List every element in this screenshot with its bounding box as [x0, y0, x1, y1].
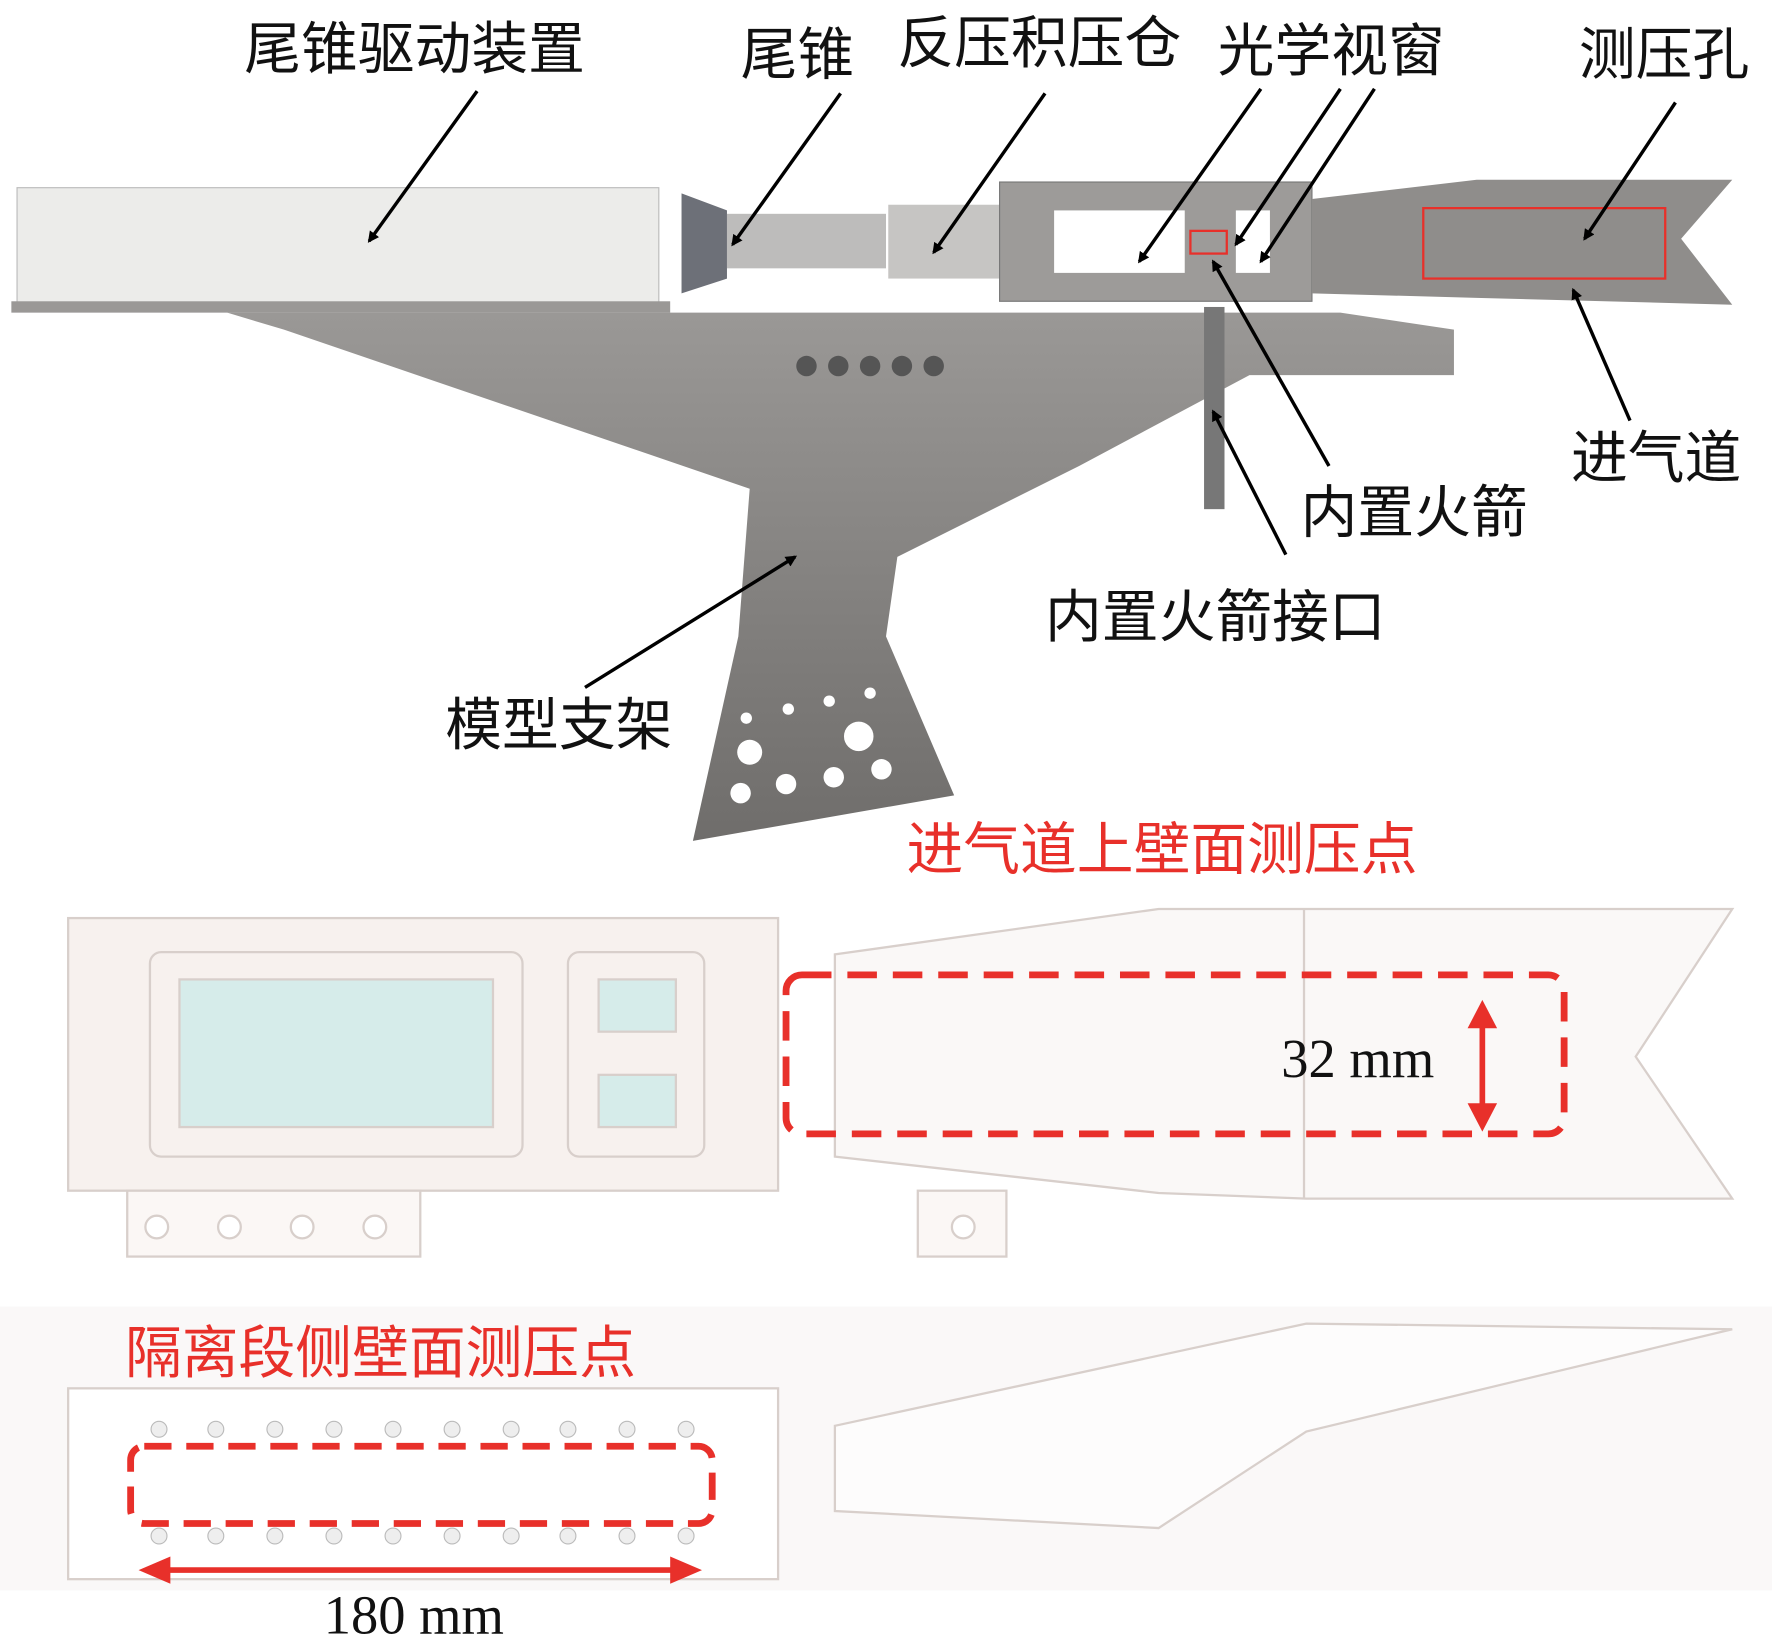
label-inlet: 进气道 — [1571, 425, 1741, 491]
isolator-taps-region — [127, 1442, 716, 1527]
tail-cone-drive-body — [16, 187, 660, 308]
label-tail-cone: 尾锥 — [741, 22, 855, 88]
label-model-support: 模型支架 — [445, 692, 672, 758]
label-optical-window: 光学视窗 — [1218, 19, 1445, 85]
leader-arrows — [367, 87, 1677, 689]
label-inlet-upper-wall-taps: 进气道上壁面测压点 — [906, 817, 1417, 883]
dimension-32mm: 32 mm — [1281, 1028, 1434, 1089]
isolator-tap-points — [150, 1420, 695, 1545]
back-pressure-chamber — [888, 204, 1002, 279]
inlet-upper-taps-region — [782, 971, 1568, 1138]
label-internal-rocket-interface: 内置火箭接口 — [1045, 584, 1386, 650]
dimension-180mm: 180 mm — [324, 1585, 504, 1646]
model-3d-view — [11, 179, 1733, 841]
inlet-body — [1311, 179, 1733, 305]
optical-window — [1054, 210, 1185, 273]
tail-cone — [681, 193, 727, 294]
support-frame — [227, 312, 1454, 841]
label-pressure-tap: 测压孔 — [1579, 22, 1749, 88]
window-glass — [178, 978, 495, 1129]
label-back-pressure-chamber: 反压积压仓 — [897, 11, 1181, 77]
inlet-top-view — [67, 907, 1735, 1258]
label-internal-rocket: 内置火箭 — [1301, 480, 1528, 546]
label-tail-cone-drive: 尾锥驱动装置 — [244, 16, 585, 82]
pressure-tap-box — [1422, 207, 1667, 280]
label-isolator-side-wall-taps: 隔离段侧壁面测压点 — [125, 1320, 636, 1386]
